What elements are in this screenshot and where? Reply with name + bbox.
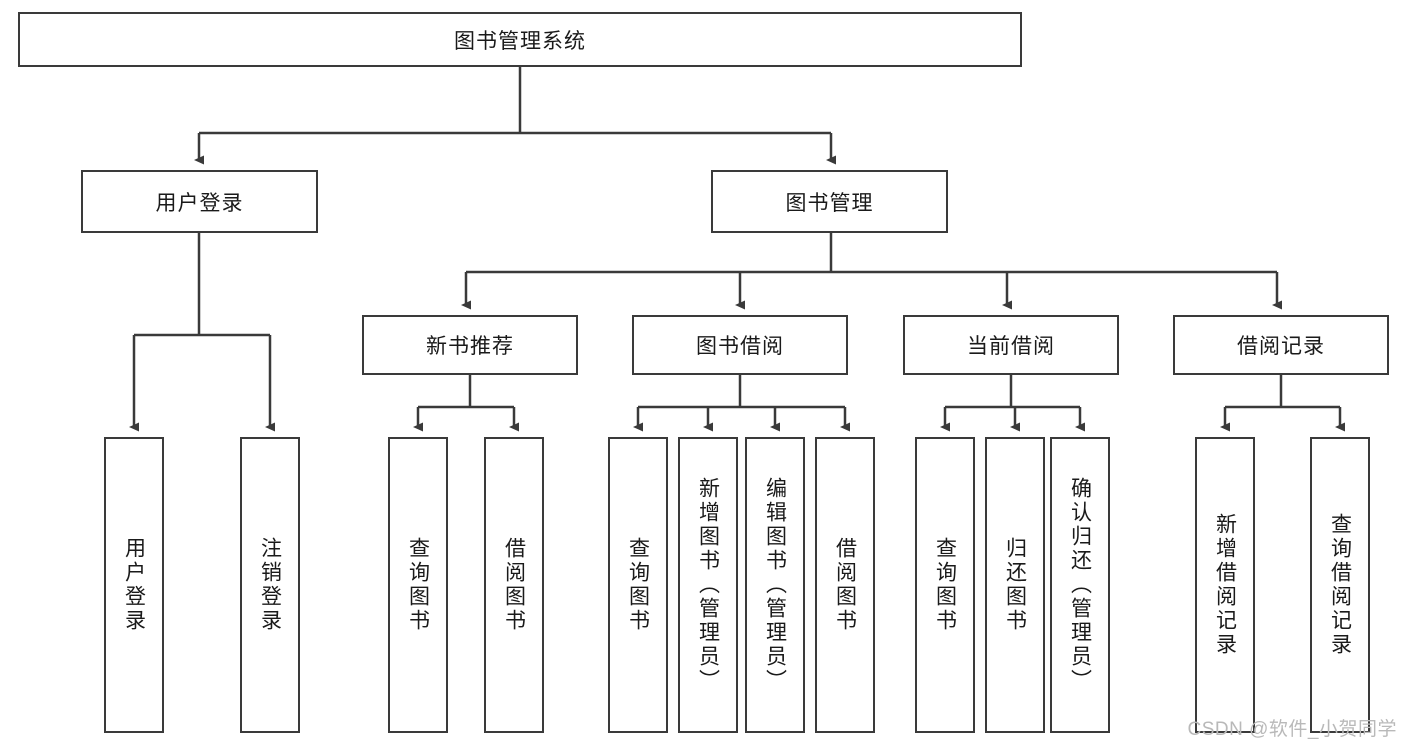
- node-leaf-query-book-current[interactable]: 查询图书: [915, 437, 975, 733]
- node-leaf-add-borrow-record[interactable]: 新增借阅记录: [1195, 437, 1255, 733]
- node-leaf-add-book-admin-label: 新增图书（管理员）: [696, 477, 720, 693]
- node-root[interactable]: 图书管理系统: [18, 12, 1022, 67]
- node-leaf-user-login[interactable]: 用户登录: [104, 437, 164, 733]
- watermark-text: CSDN @软件_小贺同学: [1187, 719, 1397, 740]
- node-leaf-return-book[interactable]: 归还图书: [985, 437, 1045, 733]
- node-leaf-borrow-book-label: 借阅图书: [833, 537, 857, 633]
- node-leaf-confirm-return-admin[interactable]: 确认归还（管理员）: [1050, 437, 1110, 733]
- node-current-borrow-label: 当前借阅: [967, 335, 1055, 358]
- node-leaf-logout-login[interactable]: 注销登录: [240, 437, 300, 733]
- node-user-login[interactable]: 用户登录: [81, 170, 318, 233]
- node-leaf-edit-book-admin-label: 编辑图书（管理员）: [763, 477, 787, 693]
- node-new-book-recommend-label: 新书推荐: [426, 335, 514, 358]
- node-current-borrow[interactable]: 当前借阅: [903, 315, 1119, 375]
- node-leaf-query-borrow-record-label: 查询借阅记录: [1328, 513, 1352, 657]
- node-book-management[interactable]: 图书管理: [711, 170, 948, 233]
- node-leaf-borrow-book-newbook[interactable]: 借阅图书: [484, 437, 544, 733]
- node-book-borrow[interactable]: 图书借阅: [632, 315, 848, 375]
- node-leaf-borrow-book-newbook-label: 借阅图书: [502, 537, 526, 633]
- node-leaf-return-book-label: 归还图书: [1003, 537, 1027, 633]
- node-book-management-label: 图书管理: [785, 191, 874, 215]
- node-user-login-label: 用户登录: [155, 191, 244, 215]
- node-root-label: 图书管理系统: [454, 29, 586, 53]
- node-leaf-add-book-admin[interactable]: 新增图书（管理员）: [678, 437, 738, 733]
- node-borrow-records-label: 借阅记录: [1237, 335, 1325, 358]
- node-new-book-recommend[interactable]: 新书推荐: [362, 315, 578, 375]
- node-leaf-query-book-borrow-label: 查询图书: [626, 537, 650, 633]
- node-borrow-records[interactable]: 借阅记录: [1173, 315, 1389, 375]
- node-leaf-query-book-newbook-label: 查询图书: [406, 537, 430, 633]
- node-leaf-edit-book-admin[interactable]: 编辑图书（管理员）: [745, 437, 805, 733]
- node-leaf-logout-login-label: 注销登录: [258, 537, 282, 633]
- node-leaf-add-borrow-record-label: 新增借阅记录: [1213, 513, 1237, 657]
- node-leaf-query-book-newbook[interactable]: 查询图书: [388, 437, 448, 733]
- node-leaf-confirm-return-admin-label: 确认归还（管理员）: [1068, 477, 1092, 693]
- node-leaf-query-book-borrow[interactable]: 查询图书: [608, 437, 668, 733]
- node-leaf-user-login-label: 用户登录: [122, 537, 146, 633]
- node-book-borrow-label: 图书借阅: [696, 335, 784, 358]
- node-leaf-borrow-book[interactable]: 借阅图书: [815, 437, 875, 733]
- node-leaf-query-book-current-label: 查询图书: [933, 537, 957, 633]
- node-leaf-query-borrow-record[interactable]: 查询借阅记录: [1310, 437, 1370, 733]
